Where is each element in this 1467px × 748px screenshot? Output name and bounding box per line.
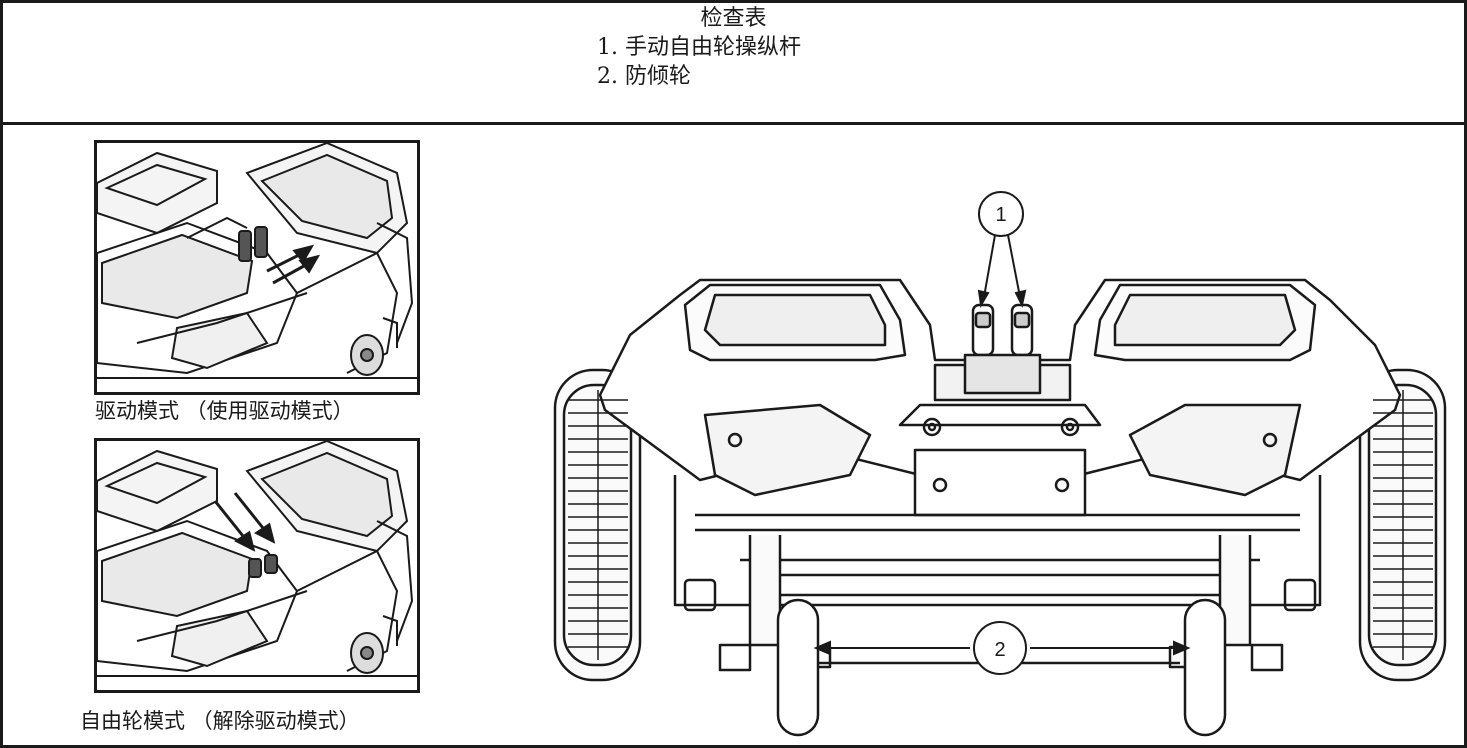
scooter-rear-view-illustration: 1 2 [553,191,1447,737]
legend-item: 2. 防倾轮 [597,62,801,91]
freewheel-levers [963,303,1042,395]
freewheel-mode-inset [94,438,420,693]
legend-list: 1. 手动自由轮操纵杆 2. 防倾轮 [597,33,801,91]
freewheel-mode-caption: 自由轮模式 （解除驱动模式） [80,709,360,733]
legend-title: 检查表 [700,6,767,31]
callout-1-label: 1 [995,204,1006,226]
callout-1: 1 [978,191,1024,237]
legend-item: 1. 手动自由轮操纵杆 [597,33,801,62]
legend-item-label: 手动自由轮操纵杆 [625,35,802,60]
freewheel-mode-illustration [97,441,417,677]
callout-2: 2 [973,621,1027,675]
legend-item-number: 2. [597,64,618,89]
legend-header: 检查表 1. 手动自由轮操纵杆 2. 防倾轮 [3,3,1464,125]
drive-mode-inset [94,140,420,395]
legend-item-number: 1. [597,35,618,60]
drive-mode-caption: 驱动模式 （使用驱动模式） [95,399,354,423]
drive-mode-illustration [97,143,417,379]
legend-item-label: 防倾轮 [625,64,692,89]
callout-2-label: 2 [994,639,1005,661]
